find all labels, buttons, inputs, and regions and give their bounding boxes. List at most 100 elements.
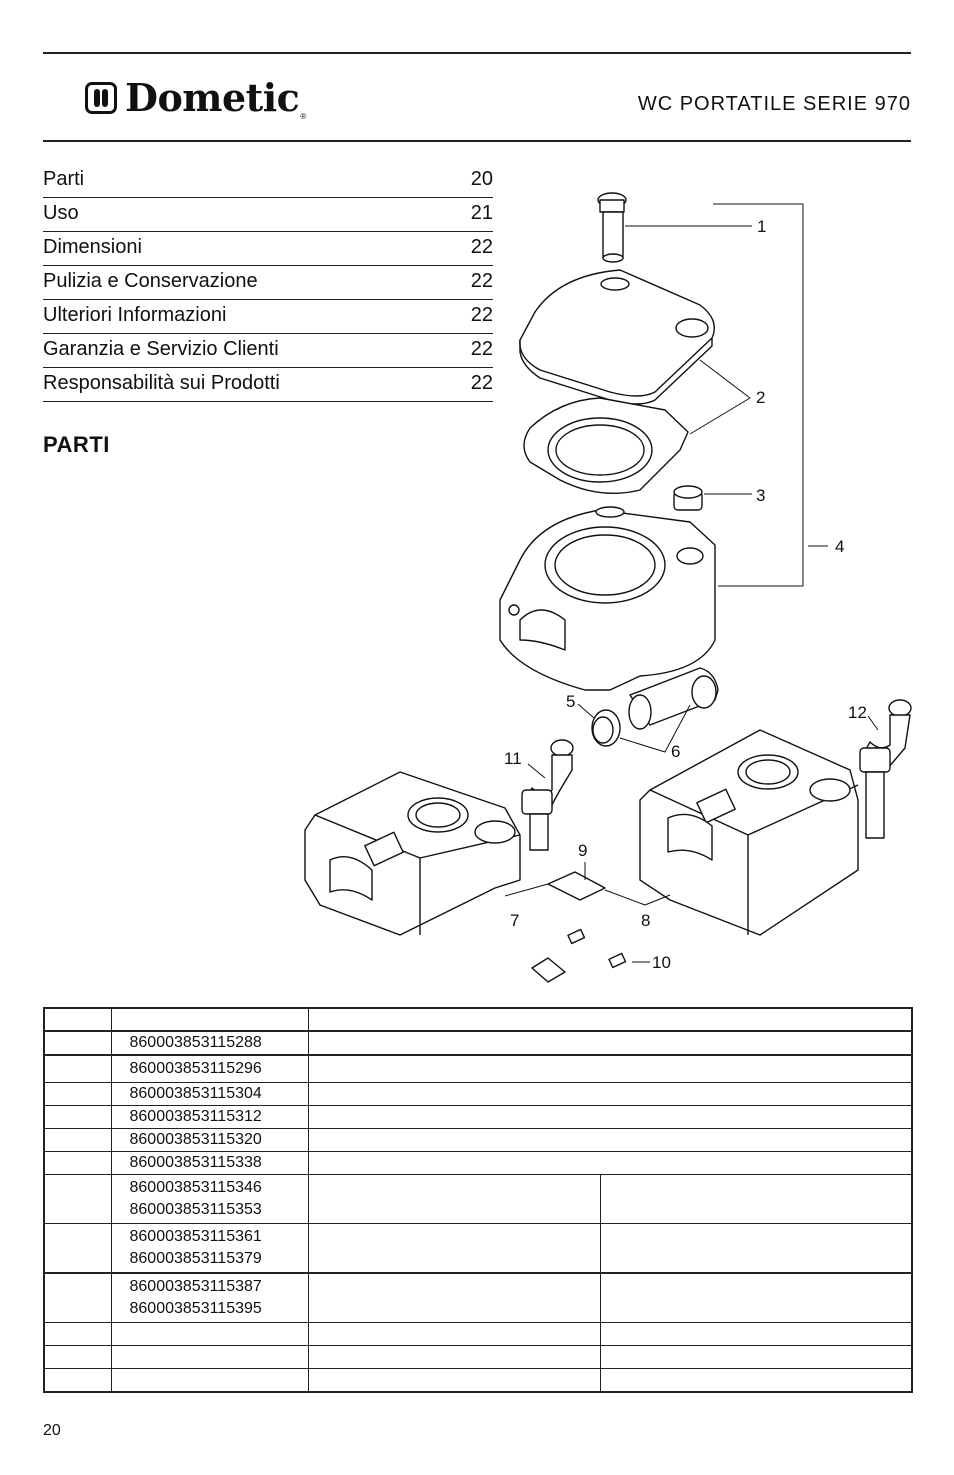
- toc-page: 22: [470, 338, 493, 360]
- table-cell: [43, 1054, 112, 1083]
- table-cell: [110, 1345, 309, 1369]
- table-cell: [599, 1368, 913, 1393]
- brand-name: Dometic: [125, 75, 300, 120]
- toc-entry[interactable]: Uso 21: [43, 198, 493, 232]
- callout-1: 1: [757, 217, 766, 236]
- part-code-pair: 860003853115361 860003853115379: [110, 1223, 309, 1274]
- table-cell: [307, 1082, 913, 1106]
- toc-page: 22: [470, 270, 493, 292]
- toc-label: Ulteriori Informazioni: [43, 304, 227, 326]
- dometic-logo: Dometic ®: [85, 75, 306, 121]
- table-cell: [307, 1105, 913, 1129]
- callout-4: 4: [835, 537, 844, 556]
- table-row: 860003853115312: [43, 1105, 913, 1129]
- table-cell: [110, 1368, 309, 1393]
- toc-label: Responsabilità sui Prodotti: [43, 372, 280, 394]
- callout-5: 5: [566, 692, 575, 711]
- table-cell: [307, 1128, 913, 1152]
- seat-part: [523, 397, 689, 494]
- table-header-row: [43, 1007, 913, 1032]
- table-cell: [43, 1345, 112, 1369]
- table-cell: [43, 1174, 112, 1224]
- leader-lines: [504, 203, 879, 963]
- table-cell: [110, 1322, 309, 1346]
- part-code: 860003853115353: [129, 1201, 262, 1218]
- callout-9: 9: [578, 841, 587, 860]
- header-rule: [43, 140, 911, 142]
- table-cell: [43, 1007, 112, 1032]
- toc-page: 22: [470, 372, 493, 394]
- callout-8: 8: [641, 911, 650, 930]
- part-code-pair: 860003853115387 860003853115395: [110, 1272, 309, 1323]
- part-code: 860003853115320: [110, 1128, 309, 1152]
- callout-11: 11: [504, 749, 522, 768]
- table-row: [43, 1322, 913, 1346]
- right-hose-part: [859, 699, 912, 839]
- table-cell: [307, 1272, 601, 1323]
- table-cell: [43, 1030, 112, 1056]
- table-cell: [43, 1322, 112, 1346]
- table-row: [43, 1368, 913, 1393]
- left-hose-part: [521, 739, 574, 851]
- callout-6: 6: [671, 742, 680, 761]
- part-code: 860003853115387: [129, 1278, 262, 1295]
- callout-2: 2: [756, 388, 765, 407]
- toc-entry[interactable]: Dimensioni 22: [43, 232, 493, 266]
- callout-12: 12: [848, 703, 867, 722]
- table-cell: [307, 1223, 601, 1274]
- table-cell: [599, 1272, 913, 1323]
- table-cell: [599, 1223, 913, 1274]
- part-code: 860003853115338: [110, 1151, 309, 1175]
- callout-3: 3: [756, 486, 765, 505]
- toc-entry[interactable]: Garanzia e Servizio Clienti 22: [43, 334, 493, 368]
- toc-entry[interactable]: Parti 20: [43, 164, 493, 198]
- table-of-contents: Parti 20 Uso 21 Dimensioni 22 Pulizia e …: [43, 164, 493, 402]
- toc-label: Garanzia e Servizio Clienti: [43, 338, 279, 360]
- table-cell: [43, 1368, 112, 1393]
- toc-entry[interactable]: Pulizia e Conservazione 22: [43, 266, 493, 300]
- exploded-parts-diagram: 1 2 3 4 5 6 7 8 9 10 11 12: [304, 192, 912, 983]
- table-cell: [43, 1272, 112, 1323]
- part-code: 860003853115346: [129, 1179, 262, 1196]
- table-cell: [307, 1368, 601, 1393]
- pour-spout-part: [597, 192, 627, 263]
- table-row: 860003853115304: [43, 1082, 913, 1106]
- clip-part: [567, 928, 627, 969]
- small-holding-tank-part: [304, 771, 521, 936]
- table-cell: [307, 1345, 601, 1369]
- part-code: 860003853115395: [129, 1300, 262, 1317]
- callout-7: 7: [510, 911, 519, 930]
- table-cell: [307, 1174, 601, 1224]
- part-code: 860003853115361: [129, 1228, 262, 1245]
- table-cell: [307, 1030, 913, 1056]
- table-cell: [307, 1054, 913, 1083]
- table-cell: [43, 1128, 112, 1152]
- callout-10: 10: [652, 953, 671, 972]
- toc-label: Pulizia e Conservazione: [43, 270, 258, 292]
- table-row: 860003853115288: [43, 1030, 913, 1056]
- table-cell: [307, 1007, 913, 1032]
- toc-label: Parti: [43, 168, 85, 190]
- table-row: 860003853115346 860003853115353: [43, 1174, 913, 1224]
- dometic-logo-mark: [85, 82, 117, 114]
- part-code-pair: 860003853115346 860003853115353: [110, 1174, 309, 1224]
- section-heading: PARTI: [43, 432, 110, 457]
- part-code: 860003853115379: [129, 1250, 262, 1267]
- toc-page: 20: [470, 168, 493, 190]
- toc-entry[interactable]: Ulteriori Informazioni 22: [43, 300, 493, 334]
- table-row: 860003853115338: [43, 1151, 913, 1175]
- toc-entry[interactable]: Responsabilità sui Prodotti 22: [43, 368, 493, 402]
- table-cell: [599, 1345, 913, 1369]
- table-cell: [110, 1007, 309, 1032]
- valve-part: [591, 709, 621, 747]
- table-cell: [43, 1223, 112, 1274]
- page-number: 20: [43, 1422, 61, 1439]
- table-cell: [43, 1082, 112, 1106]
- part-code: 860003853115288: [110, 1030, 309, 1056]
- cap-part: [673, 485, 703, 511]
- toc-page: 21: [470, 202, 493, 224]
- table-row: 860003853115320: [43, 1128, 913, 1152]
- table-row: 860003853115361 860003853115379: [43, 1223, 913, 1274]
- top-rule: [43, 52, 911, 54]
- table-cell: [43, 1151, 112, 1175]
